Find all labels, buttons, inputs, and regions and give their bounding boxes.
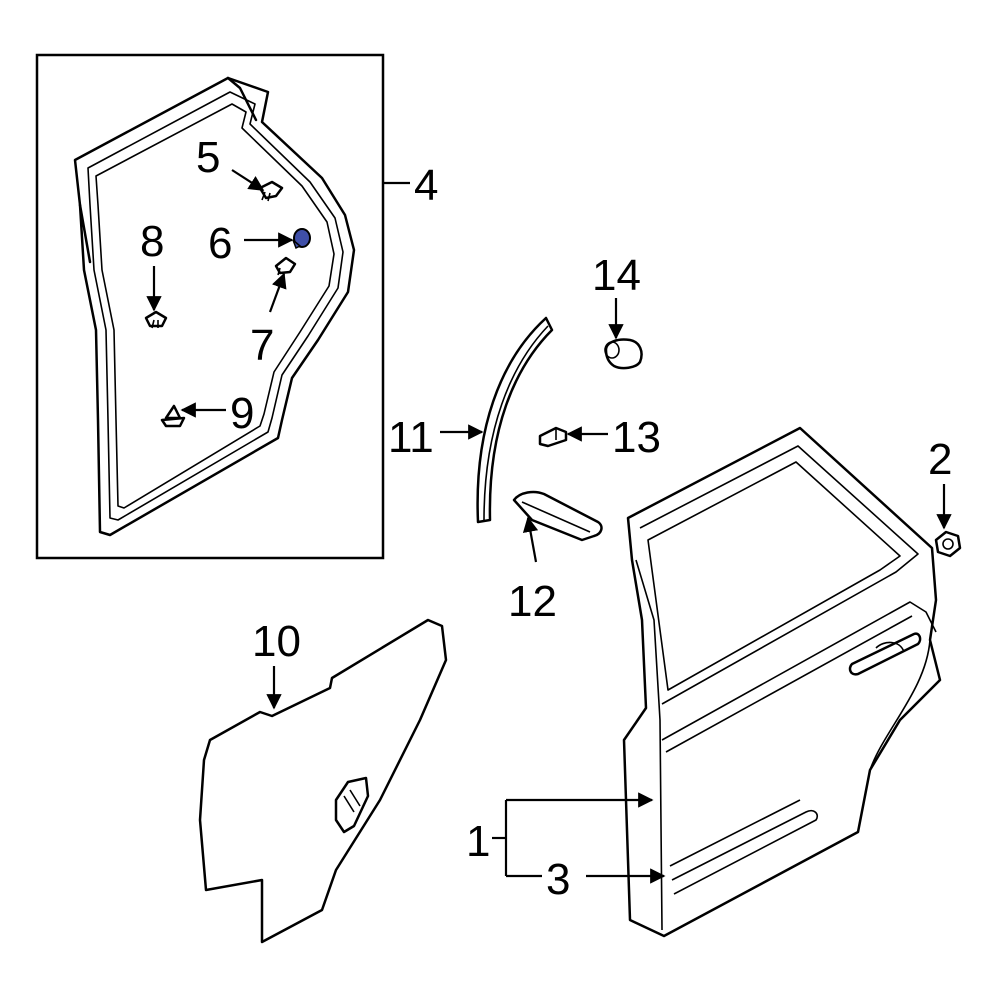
callout-3: 3 bbox=[546, 855, 570, 904]
water-shield-10[interactable] bbox=[198, 618, 448, 944]
grommet-2[interactable] bbox=[934, 530, 962, 558]
callout-14: 14 bbox=[592, 251, 641, 300]
rear-door-shell[interactable] bbox=[622, 426, 942, 938]
leader-7 bbox=[268, 272, 287, 313]
inset-frame bbox=[35, 53, 385, 560]
callout-7: 7 bbox=[250, 321, 274, 370]
clip-8[interactable] bbox=[144, 310, 168, 329]
callout-8: 8 bbox=[140, 217, 164, 266]
bracket-13[interactable] bbox=[538, 426, 568, 448]
callout-2: 2 bbox=[928, 435, 952, 484]
leader-12 bbox=[522, 516, 539, 563]
callout-6: 6 bbox=[208, 219, 232, 268]
bumper-14[interactable] bbox=[604, 338, 643, 370]
callout-1: 1 bbox=[466, 817, 490, 866]
callout-13: 13 bbox=[612, 413, 661, 462]
callout-4: 4 bbox=[414, 161, 438, 210]
leader-5 bbox=[231, 169, 265, 191]
callout-5: 5 bbox=[196, 133, 220, 182]
clip-9[interactable] bbox=[160, 404, 186, 428]
callout-12: 12 bbox=[508, 577, 557, 626]
trim-cover-12[interactable] bbox=[512, 490, 603, 542]
clip-7[interactable] bbox=[274, 256, 297, 276]
callout-10: 10 bbox=[252, 617, 301, 666]
door-weatherstrip[interactable] bbox=[73, 76, 356, 537]
pillar-trim-strip[interactable] bbox=[476, 316, 554, 524]
clip-5[interactable] bbox=[258, 180, 284, 202]
clip-6[interactable] bbox=[292, 228, 311, 250]
callout-11: 11 bbox=[388, 413, 434, 462]
callout-9: 9 bbox=[230, 389, 254, 438]
